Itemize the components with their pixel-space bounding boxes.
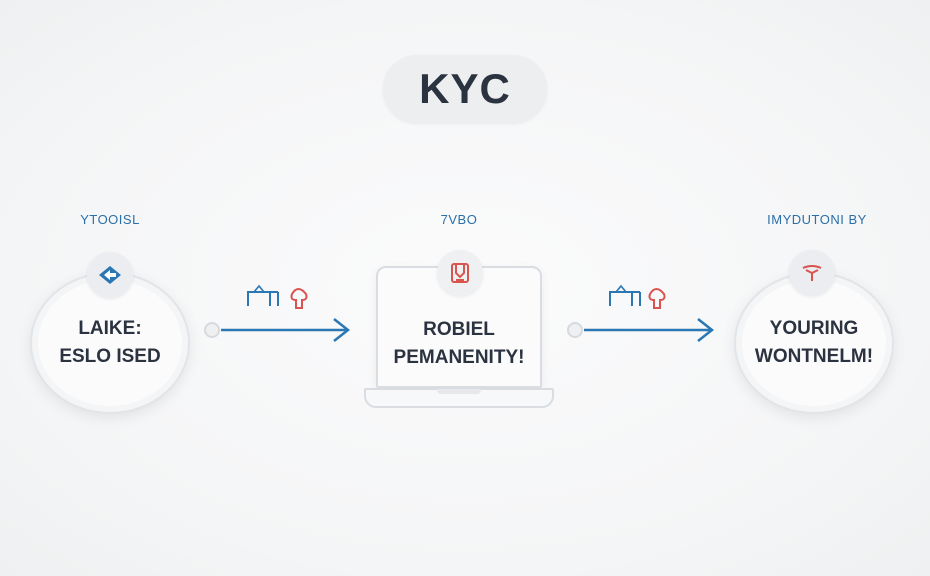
node-2-laptop-screen: ROBIEL PEMANENITY! [376,266,542,388]
shield-icon [648,288,666,309]
node-3-caption: IMYDUTONI BY [767,212,867,227]
node-3-label-line-1: YOURING [769,318,859,339]
node-2-laptop-notch [437,389,481,394]
title-pill: KYC [383,55,547,123]
node-2-label-line-2: PEMANENITY! [393,347,525,368]
node-3-icon-badge [789,250,835,296]
bracket-icon [247,284,279,306]
node-2-caption: 7VBO [440,212,478,227]
node-1-label-line-2: ESLO ISED [59,346,161,367]
node-2-label-line-1: ROBIEL [423,319,495,340]
connector-1 [204,318,351,342]
shield-icon [290,288,308,309]
diamond-arrows-icon [99,266,121,284]
anchor-icon [802,265,822,281]
bracket-icon [609,284,641,306]
node-1-icon-badge [87,252,133,298]
clipboard-icon [451,263,469,283]
node-3-label-line-2: WONTNELM! [754,346,874,367]
diagram-title: KYC [419,65,511,112]
connector-2 [567,318,715,342]
node-2-icon-badge [437,250,483,296]
node-1-caption: YTOOISL [80,212,140,227]
node-1-label-line-1: LAIKE: [78,318,142,339]
